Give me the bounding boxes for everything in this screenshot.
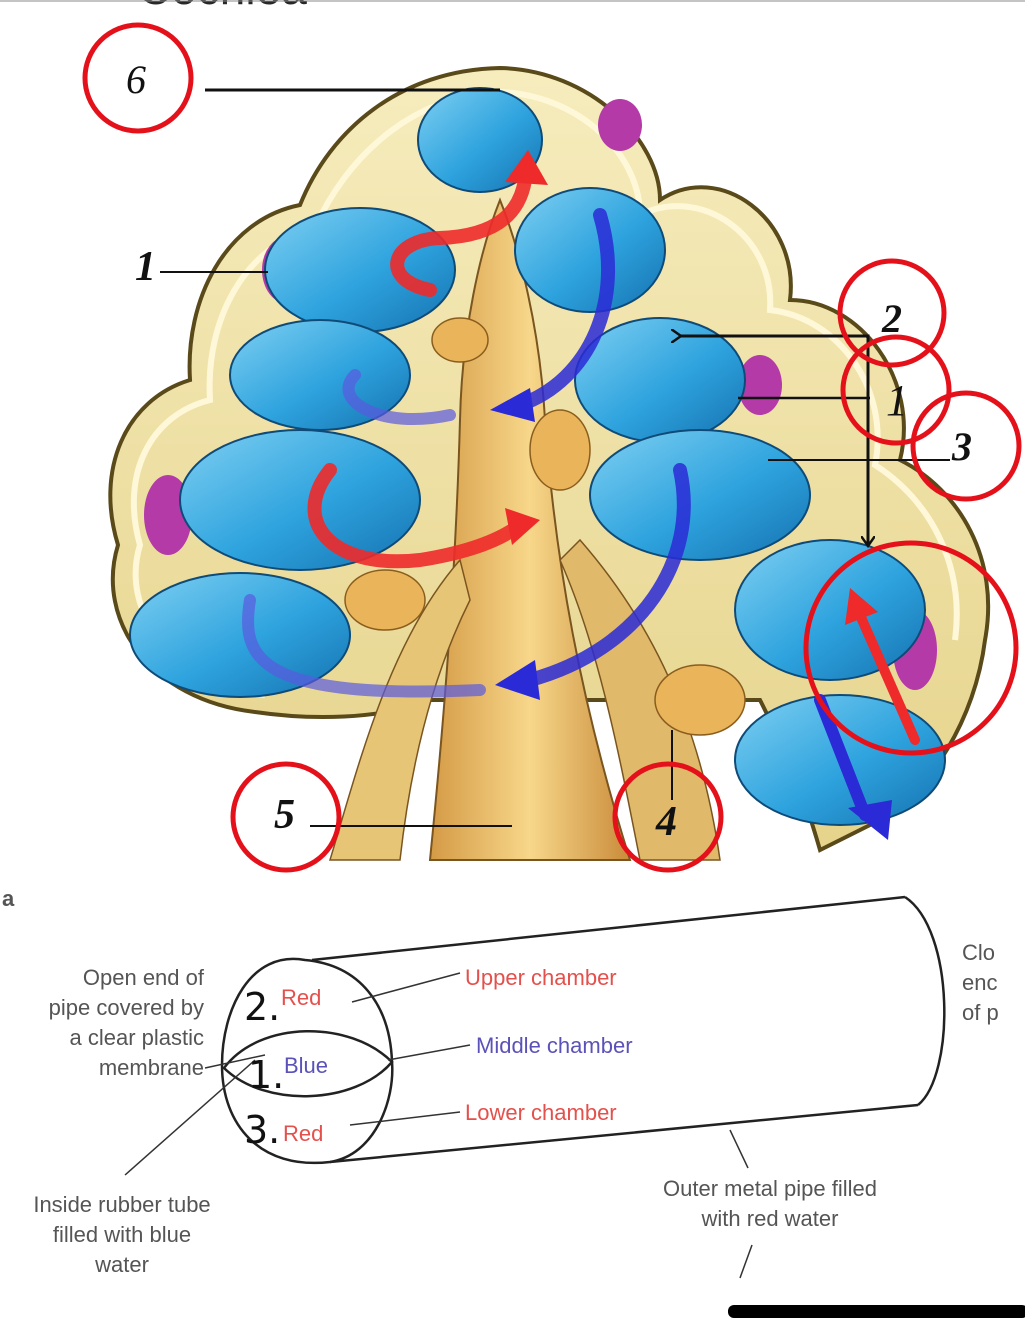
pipe-open-end	[220, 957, 394, 1165]
open-end-caption-4: membrane	[99, 1055, 204, 1080]
rubber-tube-caption-2: filled with blue	[53, 1222, 191, 1247]
red-arrow-head-1	[505, 150, 548, 185]
panel-letter: a	[2, 886, 15, 911]
red-arrow-head-2	[505, 508, 540, 545]
scala-basal-right	[589, 429, 811, 561]
label-5: 5	[274, 792, 295, 838]
label-1-left: 1	[135, 244, 156, 290]
upper-chamber-label: Upper chamber	[465, 965, 617, 990]
label-1-right: 1	[886, 376, 908, 425]
number-2: 2.	[244, 985, 280, 1029]
blue-arrow-head-1	[490, 388, 535, 422]
home-indicator	[728, 1305, 1025, 1318]
blue-arrow-head-2	[495, 660, 540, 700]
rubber-tube-caption-1: Inside rubber tube	[33, 1192, 210, 1217]
circle-3	[910, 390, 1022, 502]
open-end-caption-1: Open end of	[83, 965, 205, 990]
fill-upper: Red	[281, 985, 321, 1010]
nerve-right	[559, 538, 721, 861]
lower-chamber-label: Lower chamber	[465, 1100, 617, 1125]
page-header: Cochlea	[138, 0, 307, 14]
number-3: 3.	[244, 1108, 280, 1152]
nerve-left	[328, 558, 471, 861]
label-2: 2	[881, 296, 902, 341]
spiral-ganglion-3	[529, 409, 591, 491]
label-6: 6	[126, 57, 146, 102]
open-end-caption-3: a clear plastic	[69, 1025, 204, 1050]
open-end-caption-2: pipe covered by	[49, 995, 204, 1020]
scala-base-left	[129, 572, 351, 698]
cochlea-illustration: 6 1 2 1 3 5 4	[82, 22, 1022, 873]
outer-pipe-caption-1: Outer metal pipe filled	[663, 1176, 877, 1201]
circle-4	[612, 761, 724, 873]
closed-end-caption-2: enc	[962, 970, 997, 995]
closed-end-caption-3: of p	[962, 1000, 999, 1025]
red-arrow-head-3	[845, 588, 878, 625]
rubber-tube-membrane	[222, 1030, 394, 1098]
circle-5	[230, 761, 342, 873]
leader-lines	[160, 88, 950, 827]
circle-6	[82, 22, 194, 134]
spiral-ganglion-2	[654, 664, 746, 736]
label-3: 3	[951, 424, 972, 469]
scala-base-right-upper	[734, 539, 926, 681]
spiral-ganglion-1	[344, 569, 426, 631]
pipe-outline	[220, 895, 946, 1165]
fill-middle: Blue	[284, 1053, 328, 1078]
circle-2	[837, 258, 947, 368]
number-1: 1.	[248, 1053, 284, 1097]
scala-apex	[417, 87, 543, 193]
fill-lower: Red	[283, 1121, 323, 1146]
circle-1-right	[840, 334, 952, 446]
callout-circles	[82, 22, 1022, 873]
rubber-tube-caption-3: water	[94, 1252, 149, 1277]
outer-pipe-caption-2: with red water	[701, 1206, 839, 1231]
label-4: 4	[655, 799, 677, 845]
scala-upper-right	[514, 187, 666, 313]
scala-basal-left	[179, 429, 421, 571]
pipe-leaders	[124, 972, 753, 1279]
scala-upper-left	[264, 207, 456, 333]
spiral-ganglion-4	[431, 317, 489, 363]
stria-2	[598, 99, 642, 151]
middle-chamber-label: Middle chamber	[476, 1033, 633, 1058]
pipe-model: a Open end of pipe covered by a clear pl…	[2, 886, 999, 1279]
circle-basal-turn	[803, 540, 1019, 756]
blue-arrow-head-3	[848, 800, 892, 840]
closed-end-caption-1: Clo	[962, 940, 995, 965]
